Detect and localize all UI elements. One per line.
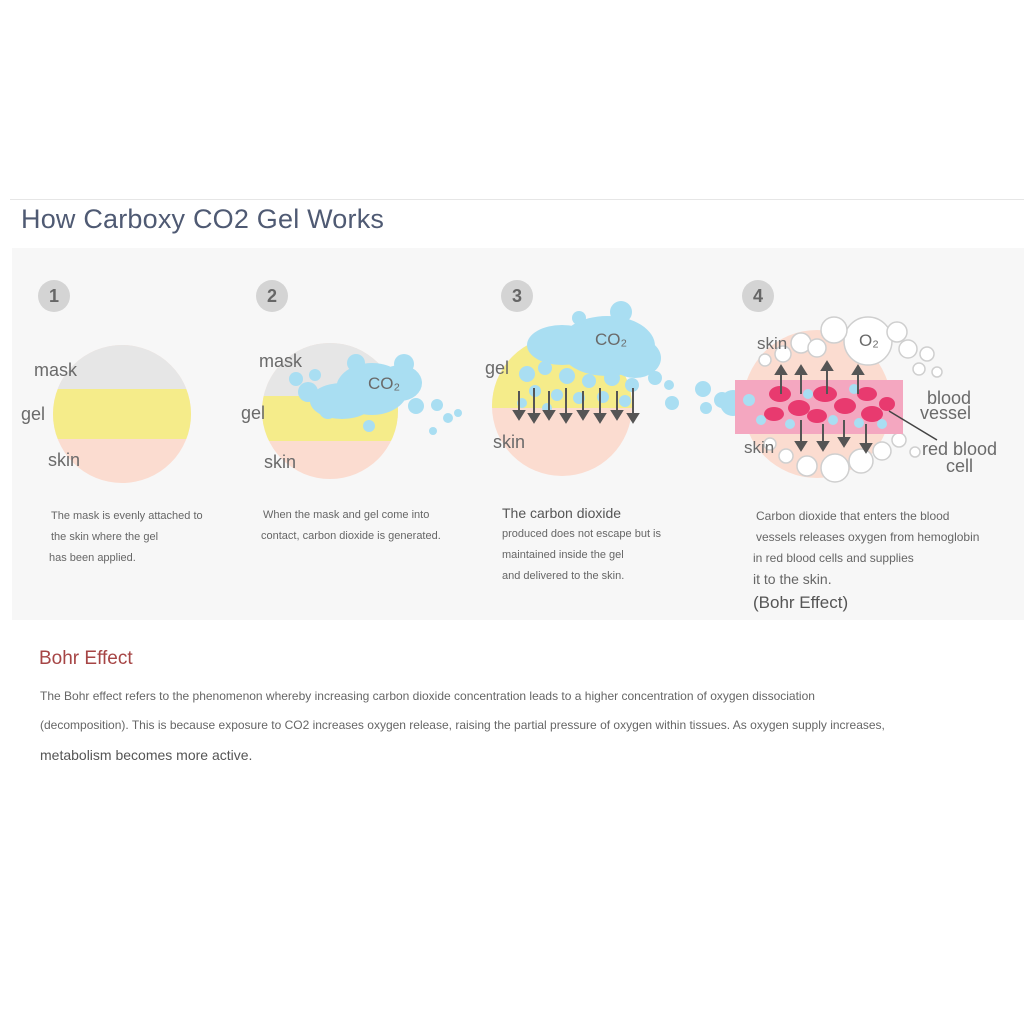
bohr-effect-note: (Bohr Effect): [753, 593, 849, 612]
co2-cloud: [289, 354, 462, 435]
description-line: The carbon dioxide: [502, 505, 622, 521]
step-number-badge: 4: [742, 280, 774, 312]
description-line: the skin where the gel: [51, 531, 159, 543]
description-line: it to the skin.: [753, 571, 832, 587]
skin-label: skin: [48, 450, 81, 470]
description-line: When the mask and gel come into: [263, 509, 430, 521]
description-line: produced does not escape but is: [502, 528, 662, 540]
step-description: The carbon dioxide produced does not esc…: [502, 503, 661, 587]
skin-label: skin: [493, 432, 526, 452]
description-line: The mask is evenly attached to: [51, 510, 203, 522]
step-1-illustration: [53, 345, 191, 483]
description-line: in red blood cells and supplies: [753, 551, 914, 565]
body-line: (decomposition). This is because exposur…: [40, 718, 885, 732]
step-3-illustration: [492, 301, 679, 476]
gel-layer: [53, 389, 191, 439]
bohr-effect-heading: Bohr Effect: [39, 648, 133, 669]
o2-label: O₂: [859, 331, 879, 350]
body-line: metabolism becomes more active.: [40, 747, 253, 763]
blood-vessel-label: blood vessel: [920, 388, 972, 423]
co2-label: CO₂: [368, 374, 401, 393]
header-divider: [10, 199, 1024, 200]
step-description: The mask is evenly attached to the skin …: [49, 506, 203, 569]
description-line: and delivered to the skin.: [502, 570, 625, 582]
page-title: How Carboxy CO2 Gel Works: [21, 204, 385, 234]
skin-label: skin: [264, 452, 297, 472]
step-number-badge: 1: [38, 280, 70, 312]
description-line: Carbon dioxide that enters the blood: [756, 509, 950, 523]
step-3: 3 gel skin CO₂ The carbon dioxide produc…: [467, 248, 727, 620]
red-blood-cells: [764, 386, 895, 423]
step-4: 4 skin skin O₂ blood vessel red blood ce…: [677, 248, 1024, 620]
description-line: maintained inside the gel: [502, 549, 624, 561]
step-number-badge: 2: [256, 280, 288, 312]
co2-downward-arrows: [512, 388, 640, 424]
step-4-illustration: [695, 316, 943, 483]
gel-label: gel: [241, 403, 266, 423]
step-2-illustration: [262, 343, 462, 479]
co2-label: CO₂: [595, 330, 628, 349]
mask-label: mask: [34, 360, 78, 380]
skin-label: skin: [757, 334, 788, 353]
step-number-badge: 3: [501, 280, 533, 312]
co2-in-vessel: [743, 384, 887, 429]
step-description: Carbon dioxide that enters the blood ves…: [753, 506, 979, 613]
bohr-effect-body: The Bohr effect refers to the phenomenon…: [40, 682, 920, 770]
body-line: The Bohr effect refers to the phenomenon…: [40, 689, 815, 703]
description-line: contact, carbon dioxide is generated.: [261, 530, 441, 542]
gel-label: gel: [21, 404, 46, 424]
diagram-panel: 1 mask gel skin The mask is evenly attac…: [12, 248, 1024, 620]
oxygen-release-arrows: [774, 360, 873, 454]
oxygen-bubbles: [758, 316, 943, 483]
mask-label: mask: [259, 351, 303, 371]
step-1: 1 mask gel skin The mask is evenly attac…: [12, 248, 237, 620]
description-line: has been applied.: [49, 552, 136, 564]
description-line: vessels releases oxygen from hemoglobin: [756, 530, 980, 544]
step-2: 2 mask gel skin CO₂ When the mask and ge…: [222, 248, 472, 620]
skin-label: skin: [744, 438, 775, 457]
gel-label: gel: [485, 358, 510, 378]
red-blood-cell-label: red blood cell: [922, 439, 998, 476]
step-description: When the mask and gel come into contact,…: [261, 505, 441, 547]
red-blood-cell-pointer: [888, 410, 938, 441]
